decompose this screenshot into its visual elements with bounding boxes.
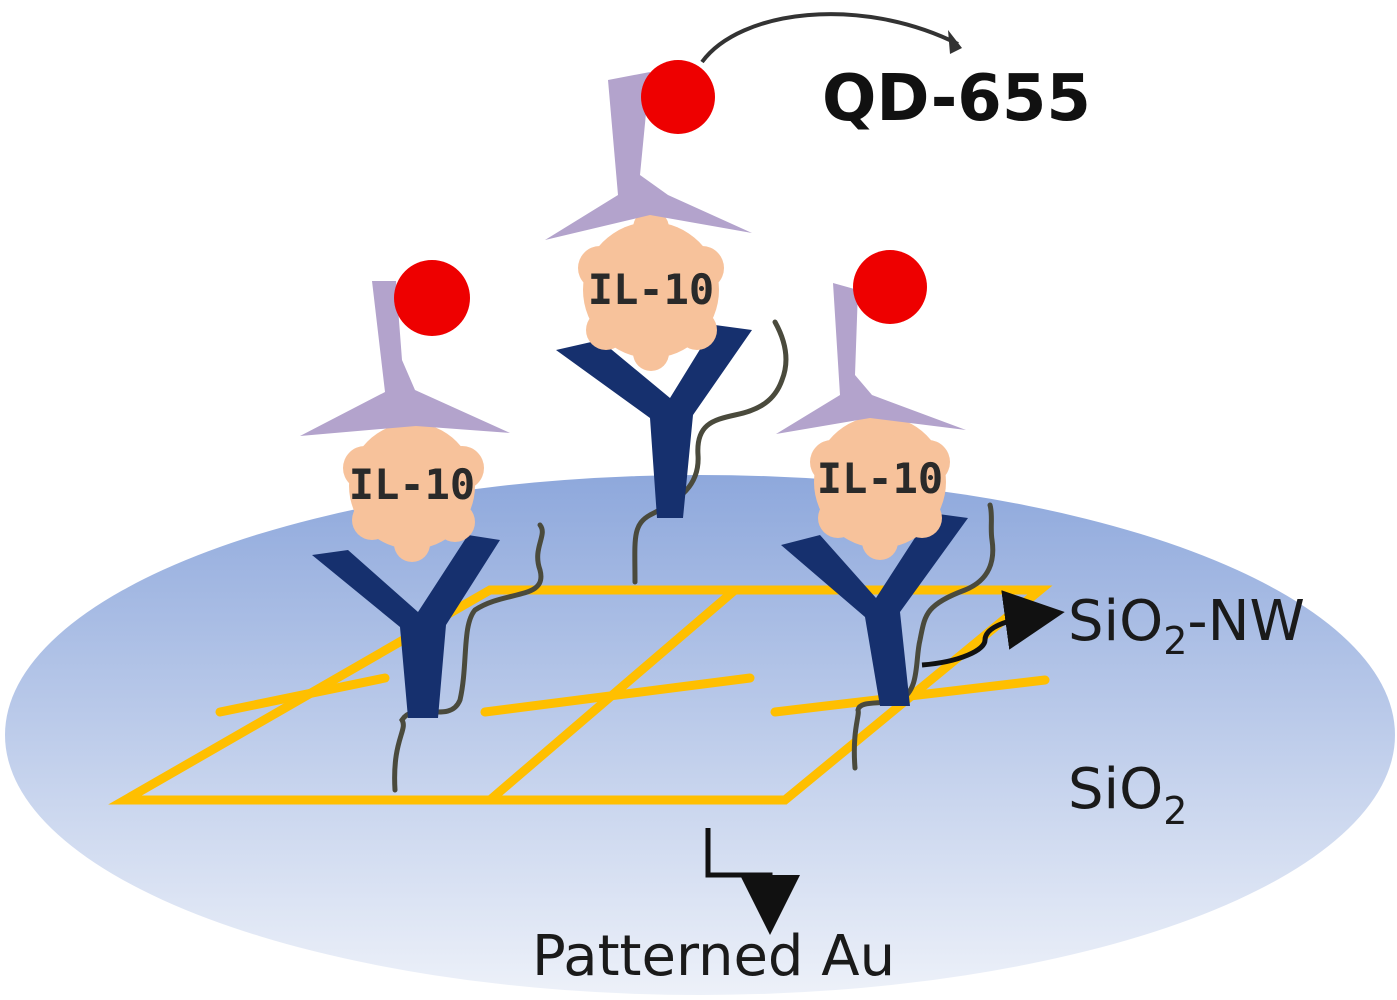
antigen-molecules bbox=[343, 210, 950, 562]
capture-antibody-center bbox=[556, 325, 752, 518]
quantum-dot-left bbox=[394, 260, 470, 336]
detection-antibodies bbox=[300, 72, 966, 436]
capture-antibodies bbox=[312, 325, 968, 718]
electrode-pointer-arrow bbox=[705, 828, 800, 935]
quantum-dot-pointer-arrow bbox=[700, 12, 959, 64]
antigen-right bbox=[810, 406, 950, 560]
quantum-dot-label: QD-655 bbox=[822, 62, 1091, 136]
gold-electrode-pattern bbox=[108, 585, 1053, 805]
antigen-left bbox=[343, 414, 484, 562]
quantum-dot-pointer-arrowhead bbox=[948, 30, 962, 54]
protein-label-right: IL-10 bbox=[817, 454, 943, 503]
nanowire-label: SiO2-NW bbox=[1068, 589, 1305, 663]
protein-label-center: IL-10 bbox=[588, 265, 714, 314]
antigen-center bbox=[578, 210, 724, 371]
quantum-dot-center bbox=[641, 60, 715, 134]
detection-antibody-right bbox=[776, 283, 966, 434]
linker-molecules bbox=[392, 319, 996, 793]
capture-antibody-right bbox=[781, 513, 968, 706]
quantum-dots bbox=[394, 60, 927, 336]
substrate-label: SiO2 bbox=[1068, 757, 1187, 833]
protein-label-left: IL-10 bbox=[349, 460, 475, 509]
nanowire-pointer-arrow bbox=[921, 590, 1065, 668]
detection-antibody-center bbox=[545, 72, 752, 240]
electrode-label: Patterned Au bbox=[532, 924, 895, 989]
quantum-dot-right bbox=[853, 250, 927, 324]
detection-antibody-left bbox=[300, 281, 510, 436]
capture-antibody-left bbox=[312, 535, 500, 718]
sio2-substrate bbox=[5, 475, 1395, 995]
